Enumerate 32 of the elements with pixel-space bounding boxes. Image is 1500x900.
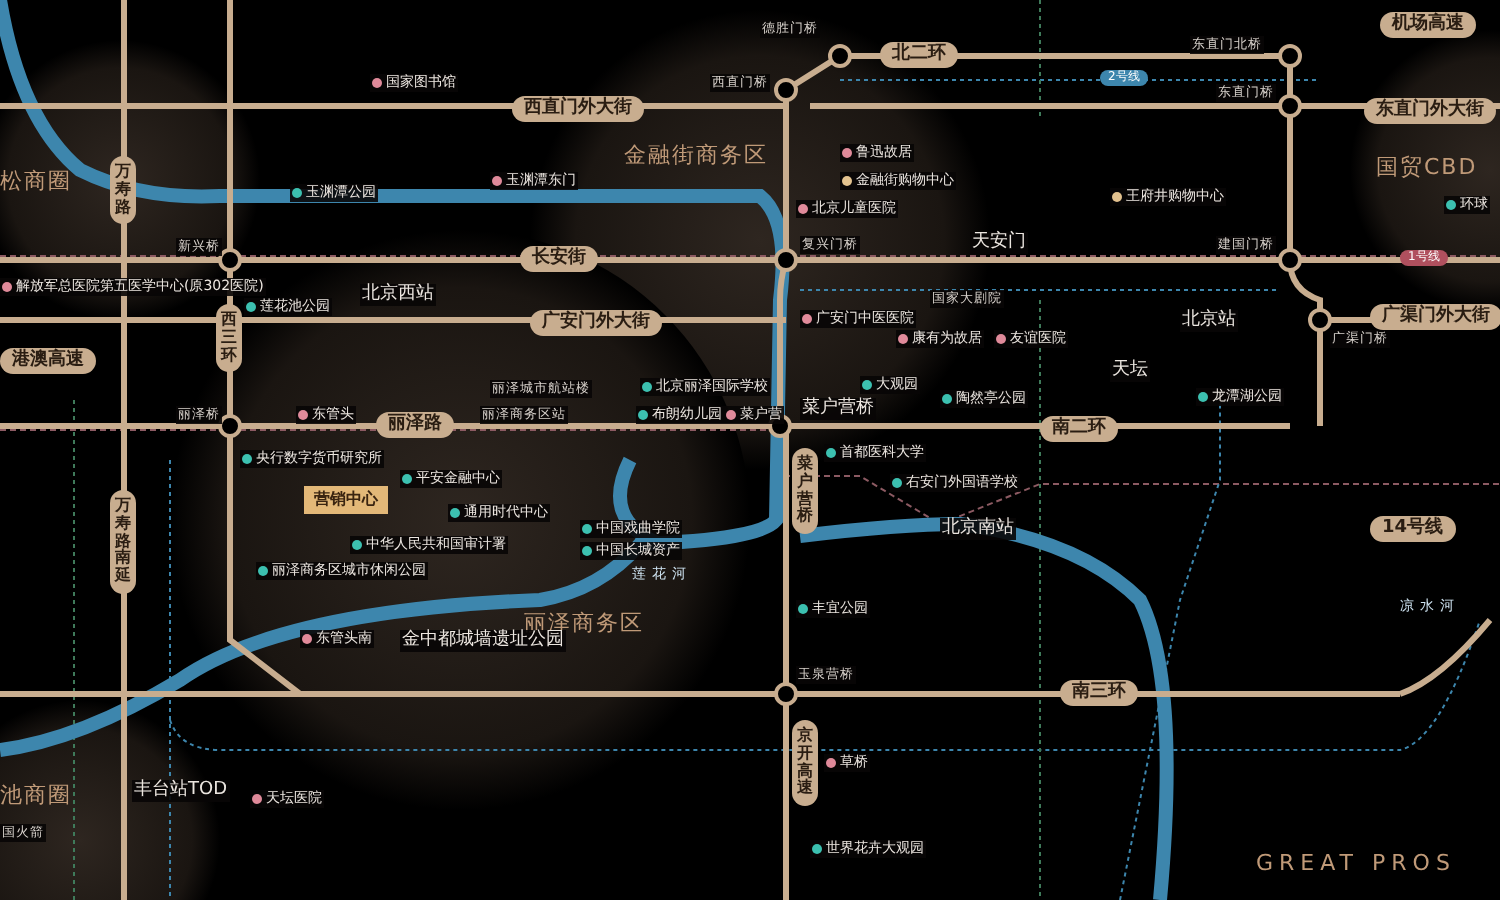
road-name-label: 万寿路南延 [110,490,136,594]
district-label: 池商圈 [0,784,72,806]
road-name-label: 广安门外大街 [530,310,662,336]
road-name-label: 丽泽路 [376,412,454,438]
sales-center-sign: 营销中心 [304,486,388,514]
place-label: 菜户营桥 [800,398,876,420]
place-label: 天坛 [1110,360,1150,382]
district-label: 松商圈 [0,170,72,192]
place-label: 北京西站 [360,284,436,306]
road-name-label: 西直门外大街 [512,96,644,122]
district-label: 金融街商务区 [624,144,768,166]
road-name-label: 广渠门外大街 [1370,304,1500,330]
slogan-text: GREAT PROS [1256,852,1456,874]
road-name-label: 南二环 [1040,416,1118,442]
road-name-label: 机场高速 [1380,12,1476,38]
road-name-label: 长安街 [520,246,598,272]
place-label: 天安门 [970,232,1028,254]
road-name-label: 北二环 [880,42,958,68]
district-label: 丽泽商务区 [524,612,644,634]
road-name-label: 西三环 [216,304,242,373]
road-name-label: 万寿路 [110,156,136,225]
place-label: 丰台站TOD [132,780,230,802]
road-name-label: 14号线 [1370,516,1456,542]
place-label: 金中都城墙遗址公园 [400,630,566,652]
road-name-label: 京开高速 [792,720,818,807]
road-name-label: 南三环 [1060,680,1138,706]
road-name-label: 港澳高速 [0,348,96,374]
road-name-label: 东直门外大街 [1364,98,1496,124]
road-name-label: 菜户营桥 [792,448,818,535]
district-label: 国贸CBD [1376,156,1478,178]
place-label: 北京南站 [940,518,1016,540]
place-label: 北京站 [1180,310,1238,332]
